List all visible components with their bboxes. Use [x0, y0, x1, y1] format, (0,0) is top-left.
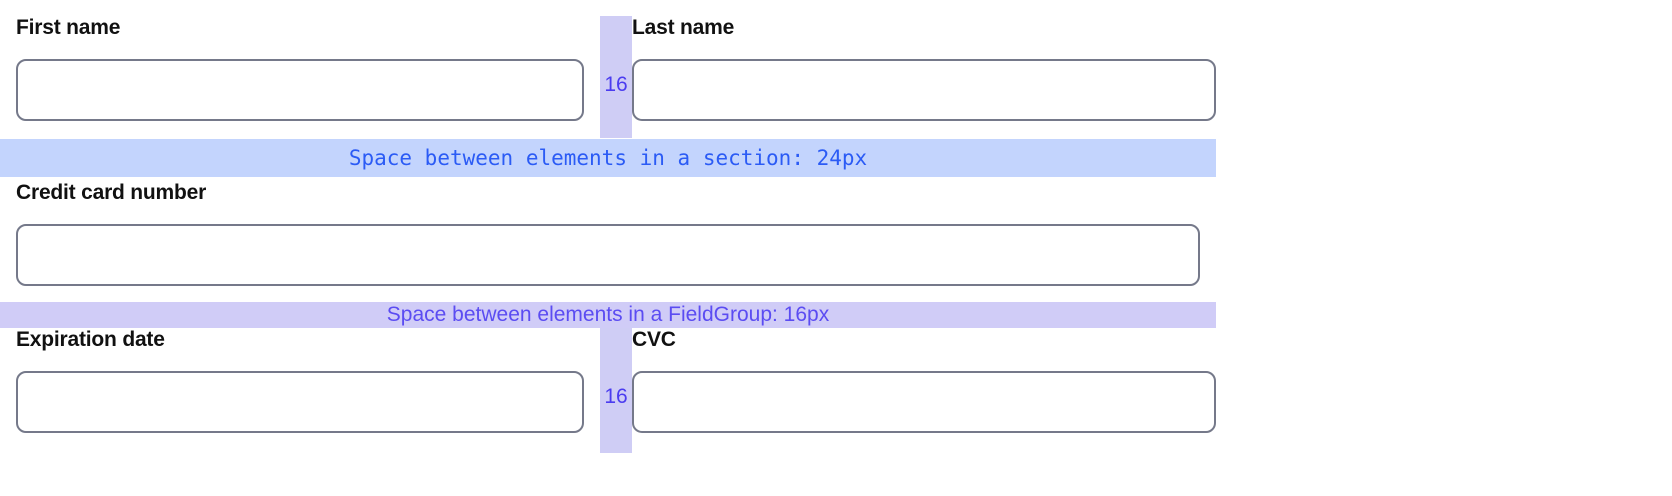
- gutter-spacing-value-name-row: 16: [604, 73, 628, 96]
- annotation-text-section-spacing: Space between elements in a section: 24p…: [348, 146, 868, 170]
- gutter-name-row: 16: [600, 16, 632, 138]
- input-expiration-date[interactable]: [16, 371, 584, 433]
- annotation-text-fieldgroup-spacing: Space between elements in a FieldGroup: …: [386, 303, 830, 326]
- field-expiration-date: Expiration date: [0, 328, 600, 453]
- field-row-credit-card: Credit card number: [0, 181, 1216, 299]
- field-last-name: Last name: [632, 16, 1216, 138]
- label-last-name: Last name: [632, 16, 735, 39]
- annotation-band-fieldgroup-spacing: Space between elements in a FieldGroup: …: [0, 302, 1216, 328]
- gutter-band-expiry-row: [600, 328, 632, 453]
- input-first-name[interactable]: [16, 59, 584, 121]
- field-row-name: First name 16 Last name: [0, 16, 1216, 138]
- label-cvc: CVC: [632, 328, 676, 351]
- gutter-band-name-row: [600, 16, 632, 138]
- label-first-name: First name: [16, 16, 121, 39]
- input-credit-card-number[interactable]: [16, 224, 1200, 286]
- form-content: First name 16 Last name Space between el…: [0, 16, 1216, 453]
- field-row-expiry-cvc: Expiration date 16 CVC: [0, 328, 1216, 453]
- label-expiration-date: Expiration date: [16, 328, 165, 351]
- gutter-expiry-row: 16: [600, 328, 632, 453]
- annotation-band-section-spacing: Space between elements in a section: 24p…: [0, 139, 1216, 177]
- input-last-name[interactable]: [632, 59, 1216, 121]
- gutter-spacing-value-expiry-row: 16: [604, 385, 628, 408]
- field-cvc: CVC: [632, 328, 1216, 453]
- label-credit-card-number: Credit card number: [16, 181, 207, 204]
- input-cvc[interactable]: [632, 371, 1216, 433]
- field-first-name: First name: [0, 16, 600, 138]
